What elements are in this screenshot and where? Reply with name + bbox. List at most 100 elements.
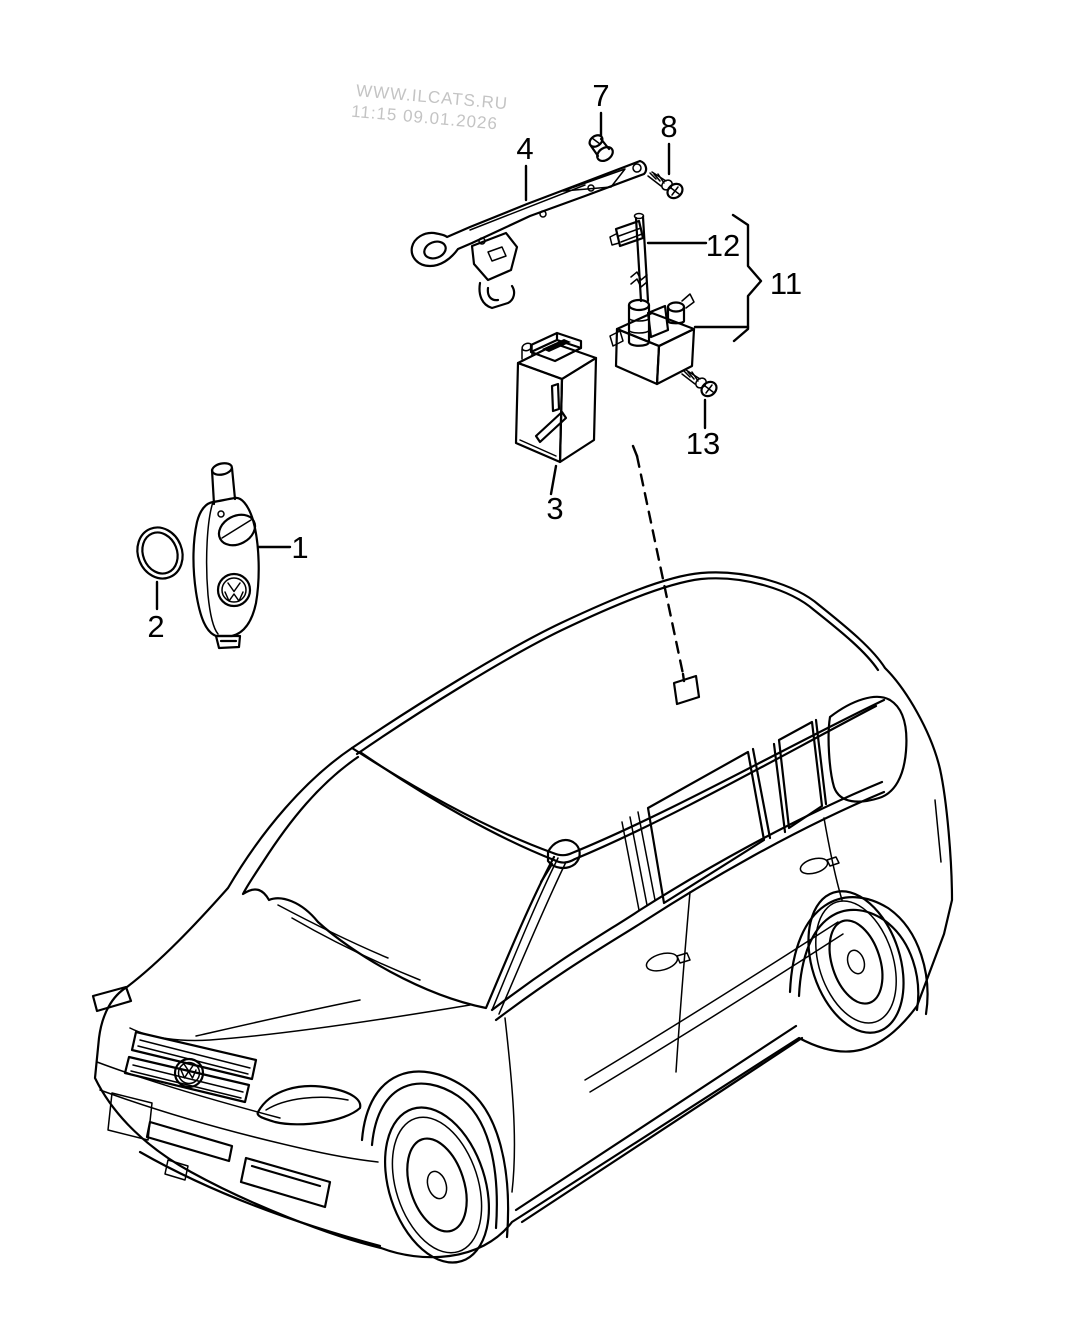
bracket-outline [410, 159, 648, 268]
rear-rim [828, 919, 884, 1005]
grille-upper-frame [130, 1030, 258, 1081]
rear-bumper-seam [916, 799, 945, 1007]
leader-roof-dashed-tip [631, 444, 686, 683]
vw-badge-key-glyph [224, 582, 244, 602]
key-blade-top [211, 462, 233, 476]
module-front-slot-vertical [550, 382, 561, 413]
license-plate [107, 1092, 153, 1141]
module-connector-collar [529, 331, 583, 363]
door-handle-sliding [799, 856, 840, 875]
front-tire-outer [383, 1106, 491, 1264]
middle-window [777, 720, 824, 830]
callout-12[interactable]: 12 [706, 228, 740, 263]
antenna-plug-bottom [627, 340, 651, 347]
callout-7[interactable]: 7 [592, 78, 609, 113]
antenna-plug-bands [628, 317, 650, 334]
callout-1[interactable]: 1 [291, 530, 308, 565]
vw-badge-key-outer [216, 572, 252, 608]
antenna-module-mid-block [646, 304, 670, 339]
part-12-antenna [609, 212, 651, 347]
part-7-fastener [588, 134, 614, 163]
door-handle-front-grip [645, 952, 679, 972]
fastener-head [588, 134, 604, 148]
callout-4[interactable]: 4 [516, 131, 533, 166]
part-1-remote-key [192, 462, 260, 650]
front-rim [406, 1137, 468, 1233]
door-handle-front [645, 952, 691, 972]
bumper-intake [145, 1120, 234, 1163]
vw-badge-key [216, 572, 252, 608]
antenna-module-cap-tab [681, 293, 695, 309]
roof-far-edge-inner-line [355, 577, 880, 756]
door-handle-sliding-grip [799, 857, 829, 875]
headlights [91, 985, 362, 1126]
antenna-mast-tip [633, 212, 645, 220]
headlight-left [91, 985, 133, 1013]
grille-lower-slats [130, 1064, 244, 1099]
bracket-hole-2 [539, 210, 547, 218]
front-door-window [646, 750, 766, 905]
antenna-mast-break [630, 271, 648, 288]
callout-11[interactable]: 11 [770, 266, 802, 301]
antenna-connector-notch [609, 233, 620, 246]
rocker-lines [514, 1024, 804, 1224]
module-right-face [558, 356, 598, 464]
fog-light [239, 1156, 332, 1209]
key-buttons [217, 513, 257, 547]
antenna-plug-top [627, 298, 651, 312]
bracket-paddle-hole [423, 240, 447, 260]
door-handle-front-tab [676, 952, 691, 964]
fastener-flange [596, 145, 614, 163]
part-3-control-module [514, 331, 598, 464]
module-front-slot-diagonal [534, 410, 568, 444]
antenna-module-flange [609, 330, 624, 347]
bracket-hole-1 [587, 184, 595, 192]
roof-side-rail-inner [358, 704, 878, 864]
bracket-tab-slot [487, 246, 507, 262]
vw-badge-grille [173, 1057, 205, 1089]
wiper-lines [277, 904, 421, 981]
grille-lower-frame [123, 1055, 251, 1104]
front-bumper [96, 1061, 382, 1248]
rear-quarter-window [827, 695, 908, 803]
ring-inner [141, 531, 179, 575]
ring-outer [136, 526, 184, 580]
vw-badge-inner-ring [177, 1061, 201, 1085]
bracket-cutout-triangle [562, 168, 626, 192]
callout-3[interactable]: 3 [546, 491, 563, 526]
front-grille [123, 1030, 258, 1104]
tow-cover [164, 1159, 189, 1181]
fastener-head-slot [591, 137, 601, 145]
screw13-cross-slot [704, 384, 714, 394]
b-pillar [751, 742, 787, 840]
door-seams [504, 817, 843, 1193]
module-bottom-edge [519, 439, 557, 457]
part-4-bracket [410, 159, 648, 310]
bracket-hook [478, 281, 516, 310]
headlight-right-inner [265, 1096, 349, 1111]
bracket-11-group [731, 213, 763, 343]
vw-badge-key-inner [221, 577, 247, 603]
key-bottom-tab [214, 634, 242, 650]
screw8-threads [649, 172, 665, 184]
rear-hub [846, 949, 866, 975]
leader-roof-dashed [635, 454, 685, 676]
car-body-silhouette [93, 571, 954, 1259]
leader-3 [549, 464, 558, 496]
module-connector-slot [542, 339, 571, 352]
antenna-module-cap-sides [666, 305, 686, 325]
key-body-edge [205, 501, 219, 635]
bracket-fold-line [469, 184, 586, 231]
roof-side-rail [350, 698, 886, 857]
roof-marker-square [672, 674, 701, 706]
part-13-screw [681, 369, 718, 398]
antenna-connector-flag [614, 219, 645, 248]
leader-lines [155, 111, 763, 683]
module-stub-sides [521, 344, 533, 360]
callout-2[interactable]: 2 [147, 609, 164, 644]
front-hub [426, 1170, 448, 1200]
callout-8[interactable]: 8 [660, 109, 677, 144]
rear-wheel [807, 890, 905, 1034]
bumper-creases [96, 1061, 379, 1163]
callout-13[interactable]: 13 [686, 426, 720, 461]
